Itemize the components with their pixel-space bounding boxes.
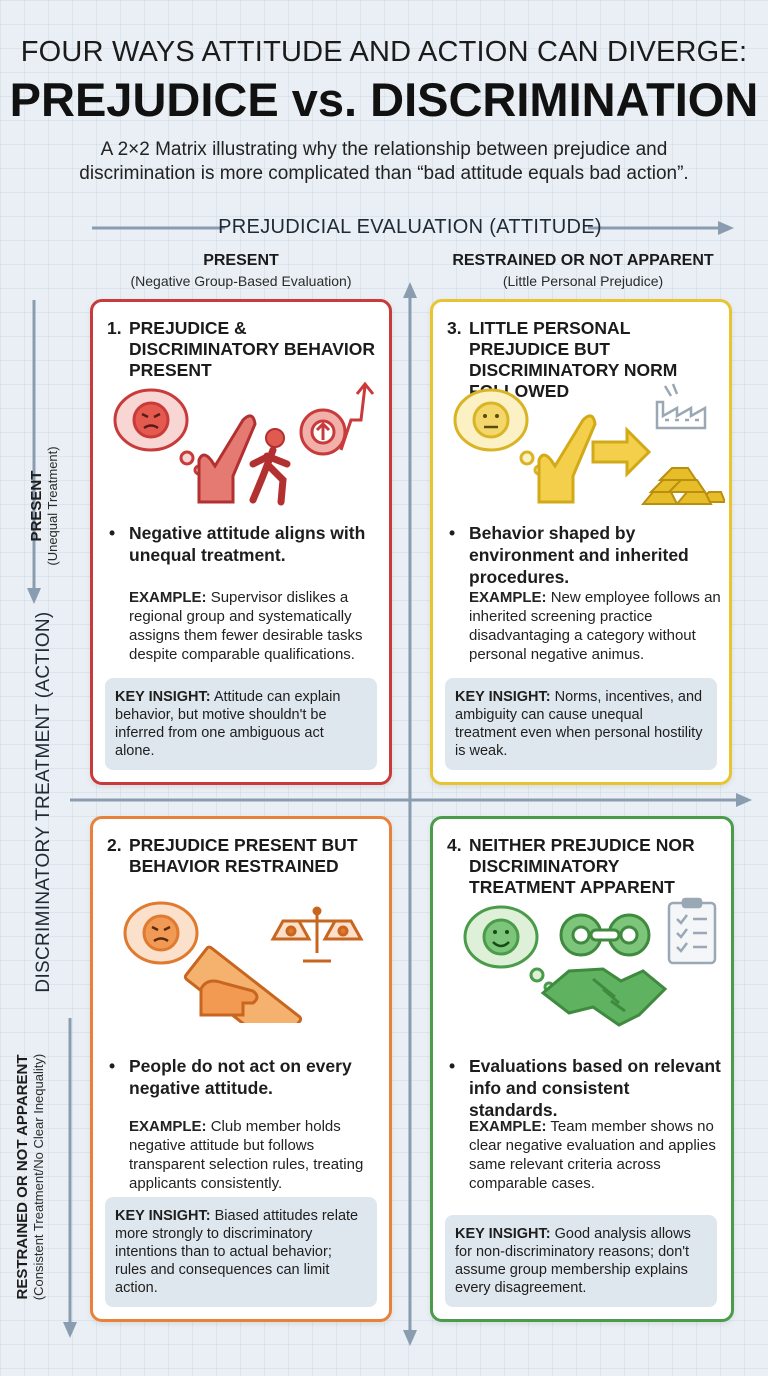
column-heading-sub: (Negative Group-Based Evaluation) bbox=[130, 273, 352, 289]
quadrant-4-card: 4. NEITHER PREJUDICE NOR DISCRIMINATORY T… bbox=[430, 816, 734, 1322]
quadrant-title-text: PREJUDICE & DISCRIMINATORY BEHAVIOR PRES… bbox=[129, 318, 375, 380]
quadrant-number: 2. bbox=[107, 835, 122, 855]
center-vertical-arrow-down bbox=[403, 1330, 417, 1346]
y-axis-arrowhead-bottom bbox=[63, 1322, 77, 1338]
quadrant-title-text: PREJUDICE PRESENT BUT BEHAVIOR RESTRAINE… bbox=[129, 835, 358, 876]
linked-gears-icon bbox=[559, 913, 651, 957]
example-label: EXAMPLE: bbox=[129, 589, 207, 606]
neutral-thought-icon bbox=[453, 388, 545, 476]
row-heading-sub: (Unequal Treatment) bbox=[45, 446, 60, 566]
hand-arrow-icon bbox=[537, 414, 652, 504]
column-heading-label: PRESENT bbox=[203, 252, 279, 269]
quadrant-bullet: • Negative attitude aligns with unequal … bbox=[109, 522, 381, 566]
quadrant-example: EXAMPLE: Club member holds negative atti… bbox=[129, 1117, 387, 1193]
key-insight-box: KEY INSIGHT: Biased attitudes relate mor… bbox=[105, 1197, 377, 1307]
row-heading-label: PRESENT bbox=[28, 470, 45, 542]
factory-icon bbox=[655, 383, 707, 430]
angry-thought-icon bbox=[113, 388, 205, 476]
quadrant-example: EXAMPLE: New employee follows an inherit… bbox=[469, 588, 727, 664]
gold-bars-icon bbox=[640, 467, 725, 505]
row-heading-present: PRESENT (Unequal Treatment) bbox=[28, 406, 68, 606]
bullet-text: Behavior shaped by environment and inher… bbox=[469, 523, 689, 587]
x-axis-arrowhead bbox=[718, 221, 734, 235]
center-vertical-arrow-up bbox=[403, 282, 417, 298]
insight-text: Norms, incentives, and ambiguity can cau… bbox=[455, 689, 703, 759]
y-axis-arrowhead-top bbox=[27, 588, 41, 604]
x-axis-title: PREJUDICIAL EVALUATION (ATTITUDE) bbox=[218, 216, 602, 238]
row-heading-restrained: RESTRAINED OR NOT APPARENT (Consistent T… bbox=[14, 997, 54, 1357]
checklist-icon bbox=[667, 897, 717, 965]
quadrant-title-text: NEITHER PREJUDICE NOR DISCRIMINATORY TRE… bbox=[469, 835, 695, 897]
quadrant-number: 1. bbox=[107, 318, 122, 338]
stop-hand-icon bbox=[197, 414, 257, 504]
bullet-mark: • bbox=[449, 523, 456, 543]
example-label: EXAMPLE: bbox=[129, 1118, 207, 1135]
example-text: Club member holds negative attitude but … bbox=[129, 1118, 364, 1192]
quadrant-bullet: • People do not act on every negative at… bbox=[109, 1055, 381, 1099]
key-insight-box: KEY INSIGHT: Norms, incentives, and ambi… bbox=[445, 678, 717, 770]
quadrant-title: 4. NEITHER PREJUDICE NOR DISCRIMINATORY T… bbox=[447, 835, 723, 898]
quadrant-title: 3. LITTLE PERSONAL PREJUDICE BUT DISCRIMI… bbox=[447, 318, 723, 402]
center-horizontal-arrow bbox=[736, 793, 752, 807]
quadrant-4-illustration bbox=[463, 897, 717, 1027]
main-title: PREJUDICE vs. DISCRIMINATION bbox=[9, 73, 759, 126]
quadrant-3-illustration bbox=[453, 383, 725, 505]
insight-label: KEY INSIGHT: bbox=[455, 1226, 551, 1242]
column-heading-present: PRESENT (Negative Group-Based Evaluation… bbox=[92, 252, 390, 289]
bullet-mark: • bbox=[449, 1056, 456, 1076]
smile-thought-icon bbox=[463, 905, 555, 993]
bullet-text: Negative attitude aligns with unequal tr… bbox=[129, 523, 366, 565]
row-heading-label: RESTRAINED OR NOT APPARENT bbox=[14, 1054, 31, 1300]
example-text: Supervisor dislikes a regional group and… bbox=[129, 589, 363, 663]
key-insight-box: KEY INSIGHT: Attitude can explain behavi… bbox=[105, 678, 377, 770]
gear-arrow-up-icon bbox=[299, 381, 375, 456]
column-heading-label: RESTRAINED OR NOT APPARENT bbox=[452, 252, 714, 269]
quadrant-1-illustration bbox=[113, 381, 375, 506]
bullet-text: Evaluations based on relevant info and c… bbox=[469, 1056, 721, 1120]
subtitle: A 2×2 Matrix illustrating why the relati… bbox=[79, 139, 689, 184]
insight-text: Biased attitudes relate more strongly to… bbox=[115, 1208, 359, 1296]
insight-label: KEY INSIGHT: bbox=[455, 689, 551, 705]
example-text: Team member shows no clear negative eval… bbox=[469, 1118, 716, 1192]
quadrant-1-card: 1. PREJUDICE & DISCRIMINATORY BEHAVIOR PR… bbox=[90, 299, 392, 785]
quadrant-bullet: • Behavior shaped by environment and inh… bbox=[449, 522, 721, 588]
example-label: EXAMPLE: bbox=[469, 589, 547, 606]
handshake-icon bbox=[540, 967, 668, 1027]
quadrant-number: 4. bbox=[447, 835, 462, 855]
walking-person-icon bbox=[249, 428, 291, 506]
quadrant-number: 3. bbox=[447, 318, 462, 338]
bullet-mark: • bbox=[109, 523, 116, 543]
quadrant-title-text: LITTLE PERSONAL PREJUDICE BUT DISCRIMINA… bbox=[469, 318, 678, 401]
row-heading-sub: (Consistent Treatment/No Clear Inequalit… bbox=[31, 1053, 46, 1301]
quadrant-title: 2. PREJUDICE PRESENT BUT BEHAVIOR RESTRAI… bbox=[107, 835, 383, 877]
title-line-1: FOUR WAYS ATTITUDE AND ACTION CAN DIVERG… bbox=[20, 36, 748, 68]
example-text: New employee follows an inherited screen… bbox=[469, 589, 721, 663]
example-label: EXAMPLE: bbox=[469, 1118, 547, 1135]
column-heading-sub: (Little Personal Prejudice) bbox=[502, 273, 664, 289]
quadrant-title: 1. PREJUDICE & DISCRIMINATORY BEHAVIOR PR… bbox=[107, 318, 383, 381]
bullet-mark: • bbox=[109, 1056, 116, 1076]
insight-text: Good analysis allows for non-discriminat… bbox=[455, 1226, 691, 1296]
insight-text: Attitude can explain behavior, but motiv… bbox=[115, 689, 341, 759]
quadrant-3-card: 3. LITTLE PERSONAL PREJUDICE BUT DISCRIMI… bbox=[430, 299, 732, 785]
quadrant-example: EXAMPLE: Team member shows no clear nega… bbox=[469, 1117, 727, 1193]
y-axis-title: DISCRIMINATORY TREATMENT (ACTION) bbox=[33, 611, 54, 993]
scales-icon bbox=[270, 906, 364, 963]
insight-label: KEY INSIGHT: bbox=[115, 689, 211, 705]
quadrant-2-illustration bbox=[123, 901, 364, 1023]
column-heading-restrained: RESTRAINED OR NOT APPARENT (Little Perso… bbox=[432, 252, 734, 289]
insight-label: KEY INSIGHT: bbox=[115, 1208, 211, 1224]
quadrant-2-card: 2. PREJUDICE PRESENT BUT BEHAVIOR RESTRAI… bbox=[90, 816, 392, 1322]
key-insight-box: KEY INSIGHT: Good analysis allows for no… bbox=[445, 1215, 717, 1307]
hand-ruler-icon bbox=[183, 945, 303, 1023]
quadrant-example: EXAMPLE: Supervisor dislikes a regional … bbox=[129, 588, 387, 664]
bullet-text: People do not act on every negative atti… bbox=[129, 1056, 352, 1098]
quadrant-bullet: • Evaluations based on relevant info and… bbox=[449, 1055, 721, 1121]
